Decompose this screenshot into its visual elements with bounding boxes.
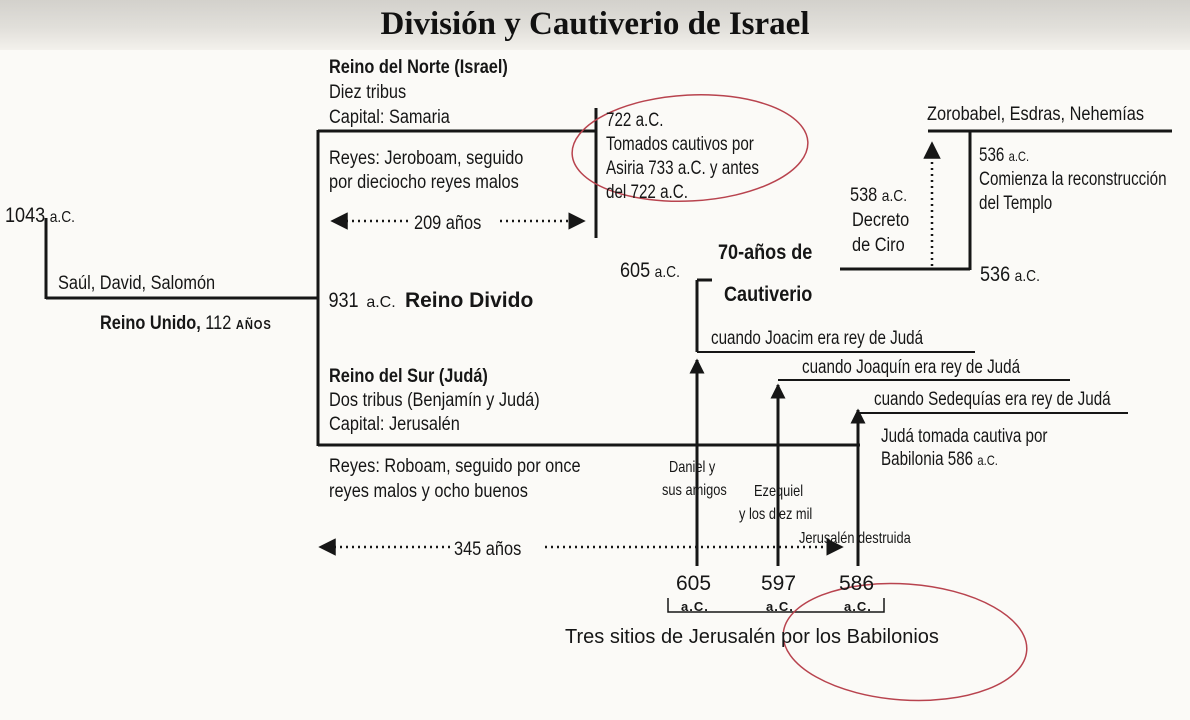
decree-line1: Decreto bbox=[852, 210, 910, 231]
sedequias-label: cuando Sedequías era rey de Judá bbox=[874, 389, 1111, 410]
juda-taken-line1: Judá tomada cautiva por bbox=[881, 426, 1048, 447]
jerusalem-destroyed: Jerusalén destruida bbox=[799, 530, 911, 547]
captivity-start-date: 605 a.C. bbox=[620, 259, 680, 282]
south-span-label: 345 años bbox=[454, 539, 522, 560]
siege-era-605: a.C. bbox=[681, 599, 709, 614]
return-end-date: 536 a.C. bbox=[980, 263, 1040, 286]
highlight-circle-722 bbox=[571, 93, 809, 203]
south-tribes: Dos tribus (Benjamín y Judá) bbox=[329, 390, 540, 411]
joacim-label: cuando Joacim era rey de Judá bbox=[711, 328, 924, 349]
ezequiel-line1: Ezequiel bbox=[754, 483, 804, 500]
joaquin-label: cuando Joaquín era rey de Judá bbox=[802, 357, 1021, 378]
sieges-bracket bbox=[667, 598, 885, 613]
captivity-label-line2: Cautiverio bbox=[724, 283, 813, 306]
united-start-date: 1043 a.C. bbox=[5, 204, 75, 227]
return-start-line2: del Templo bbox=[979, 193, 1053, 214]
south-kings-line2: reyes malos y ocho buenos bbox=[329, 481, 528, 502]
daniel-line2: sus amigos bbox=[662, 482, 727, 499]
highlight-circle-586 bbox=[782, 582, 1028, 702]
united-kings: Saúl, David, Salomón bbox=[58, 273, 216, 294]
north-captivity-line2: Asiria 733 a.C. y antes bbox=[606, 158, 759, 179]
north-kings-line1: Reyes: Jeroboam, seguido bbox=[329, 148, 524, 169]
siege-year-586: 586 bbox=[839, 572, 875, 595]
captivity-label-line1: 70-años de bbox=[718, 241, 813, 264]
north-captivity-line3: del 722 a.C. bbox=[606, 182, 688, 203]
return-start-line1: Comienza la reconstrucción bbox=[979, 169, 1167, 190]
decree-date: 538 a.C. bbox=[850, 185, 908, 206]
south-kings-line1: Reyes: Roboam, seguido por once bbox=[329, 456, 581, 477]
return-start-date: 536 a.C. bbox=[979, 145, 1030, 166]
ezequiel-line2: y los diez mil bbox=[739, 506, 813, 523]
north-kings-line2: por dieciocho reyes malos bbox=[329, 172, 519, 193]
north-captivity-line1: Tomados cautivos por bbox=[606, 134, 754, 155]
siege-era-597: a.C. bbox=[766, 599, 794, 614]
sieges-caption: Tres sitios de Jerusalén por los Babilon… bbox=[565, 626, 939, 648]
north-heading: Reino del Norte (Israel) bbox=[329, 57, 508, 78]
page-title: División y Cautiverio de Israel bbox=[380, 6, 810, 42]
daniel-line1: Daniel y bbox=[669, 459, 716, 476]
north-captivity-year: 722 a.C. bbox=[606, 110, 664, 131]
return-leaders: Zorobabel, Esdras, Nehemías bbox=[927, 104, 1145, 125]
siege-era-586: a.C. bbox=[844, 599, 872, 614]
south-heading: Reino del Sur (Judá) bbox=[329, 366, 488, 387]
title-band bbox=[0, 0, 1190, 50]
north-span-label: 209 años bbox=[414, 213, 482, 234]
north-tribes: Diez tribus bbox=[329, 82, 407, 103]
decree-line2: de Ciro bbox=[852, 235, 905, 256]
division-label: 931 a.C. Reino Divido bbox=[328, 289, 534, 312]
north-capital: Capital: Samaria bbox=[329, 107, 450, 128]
south-capital: Capital: Jerusalén bbox=[329, 414, 460, 435]
juda-taken-line2: Babilonia 586 a.C. bbox=[881, 449, 998, 470]
siege-year-597: 597 bbox=[761, 572, 797, 595]
siege-year-605: 605 bbox=[676, 572, 712, 595]
united-kingdom-label: Reino Unido, 112 AÑOS bbox=[100, 313, 272, 334]
